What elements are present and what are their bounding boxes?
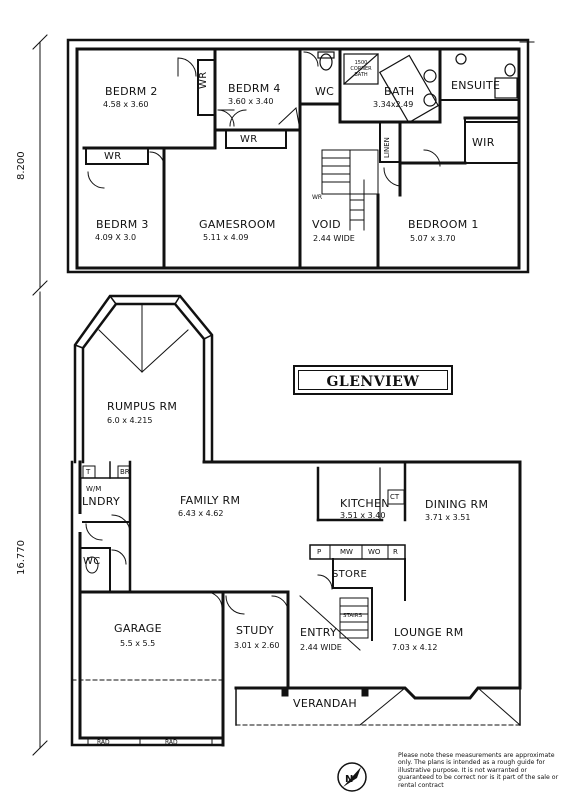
wr-label-bedrm3: WR [104, 151, 122, 162]
room-size-bath: 3.34x2.49 [373, 100, 414, 109]
p-label: P [317, 548, 322, 556]
t-label: T [86, 468, 91, 476]
room-size-entry: 2.44 WIDE [300, 643, 342, 652]
room-label-gamesroom: GAMESROOM [199, 218, 276, 231]
plan-title: GLENVIEW [326, 374, 420, 390]
room-size-kitchen: 3.51 x 3.40 [340, 511, 386, 520]
rumpus-bay-walls [73, 294, 214, 464]
ground-dimension-line [32, 291, 48, 756]
ground-floor-walls [70, 460, 522, 747]
upper-bath-fixtures [317, 51, 518, 124]
room-size-study: 3.01 x 2.60 [234, 641, 280, 650]
north-label: N [345, 774, 353, 785]
rad-label-left: RAD [97, 739, 110, 746]
room-label-entry: ENTRY [300, 626, 338, 639]
room-label-lounge: LOUNGE RM [394, 626, 464, 639]
wr-label-bedrm2: WR [198, 71, 209, 89]
wc-label-upper: WC [315, 85, 335, 98]
ct-label: CT [390, 493, 400, 501]
room-label-bedrm4: BEDRM 4 [228, 82, 281, 95]
wo-label: WO [368, 548, 381, 556]
upper-floor-walls [66, 38, 530, 274]
corner-bath-label: 1500 CORNER BATH [350, 60, 372, 78]
room-size-lounge: 7.03 x 4.12 [392, 643, 438, 652]
room-size-rumpus: 6.0 x 4.215 [107, 416, 153, 425]
room-size-garage: 5.5 x 5.5 [120, 639, 156, 648]
room-label-study: STUDY [236, 624, 274, 637]
disclaimer-text: Please note these measurements are appro… [398, 752, 559, 789]
room-size-bedrm4: 3.60 x 3.40 [228, 97, 274, 106]
room-label-dining: DINING RM [425, 498, 489, 511]
room-label-bedroom1: BEDROOM 1 [408, 218, 479, 231]
ground-dimension-label: 16.770 [16, 540, 27, 575]
room-size-bedroom1: 5.07 x 3.70 [410, 234, 456, 243]
upper-dimension-line [32, 34, 48, 296]
room-label-ensuite: ENSUITE [451, 79, 501, 92]
wr-label-stair: WR [312, 194, 323, 201]
mw-label: MW [340, 548, 353, 556]
room-size-family: 6.43 x 4.62 [178, 509, 224, 518]
room-label-bath: BATH [384, 85, 415, 98]
room-label-bedrm3: BEDRM 3 [96, 218, 149, 231]
stairs-label: STAIRS [343, 613, 363, 619]
room-size-bedrm2: 4.58 x 3.60 [103, 100, 149, 109]
wm-label: W/M [86, 485, 102, 493]
wc-label-ground: WC [83, 556, 101, 567]
north-arrow-icon: N [337, 762, 367, 792]
room-label-laundry: LNDRY [82, 495, 120, 508]
laundry-fixtures [82, 465, 131, 574]
upper-door-swings [87, 51, 441, 189]
room-label-kitchen: KITCHEN [340, 497, 390, 510]
room-label-verandah: VERANDAH [293, 697, 357, 710]
room-label-family: FAMILY RM [180, 494, 241, 507]
br-label: BR [120, 468, 130, 476]
room-label-rumpus: RUMPUS RM [107, 400, 178, 413]
room-label-garage: GARAGE [114, 622, 162, 635]
ground-door-swings [78, 514, 333, 615]
plan-title-box: GLENVIEW [293, 365, 453, 395]
wr-label-bedrm4: WR [240, 134, 258, 145]
wir-label: WIR [472, 136, 495, 149]
upper-dimension-label: 8.200 [16, 151, 27, 180]
linen-label: LINEN [383, 137, 391, 158]
upper-staircase [321, 149, 379, 231]
room-label-void: VOID [312, 218, 341, 231]
room-size-dining: 3.71 x 3.51 [425, 513, 471, 522]
r-label: R [393, 548, 398, 556]
room-size-gamesroom: 5.11 x 4.09 [203, 233, 249, 242]
store-label: STORE [332, 569, 368, 580]
room-size-void: 2.44 WIDE [313, 234, 355, 243]
rad-label-right: RAD [165, 739, 178, 746]
room-label-bedrm2: BEDRM 2 [105, 85, 158, 98]
room-size-bedrm3: 4.09 X 3.0 [95, 233, 137, 242]
